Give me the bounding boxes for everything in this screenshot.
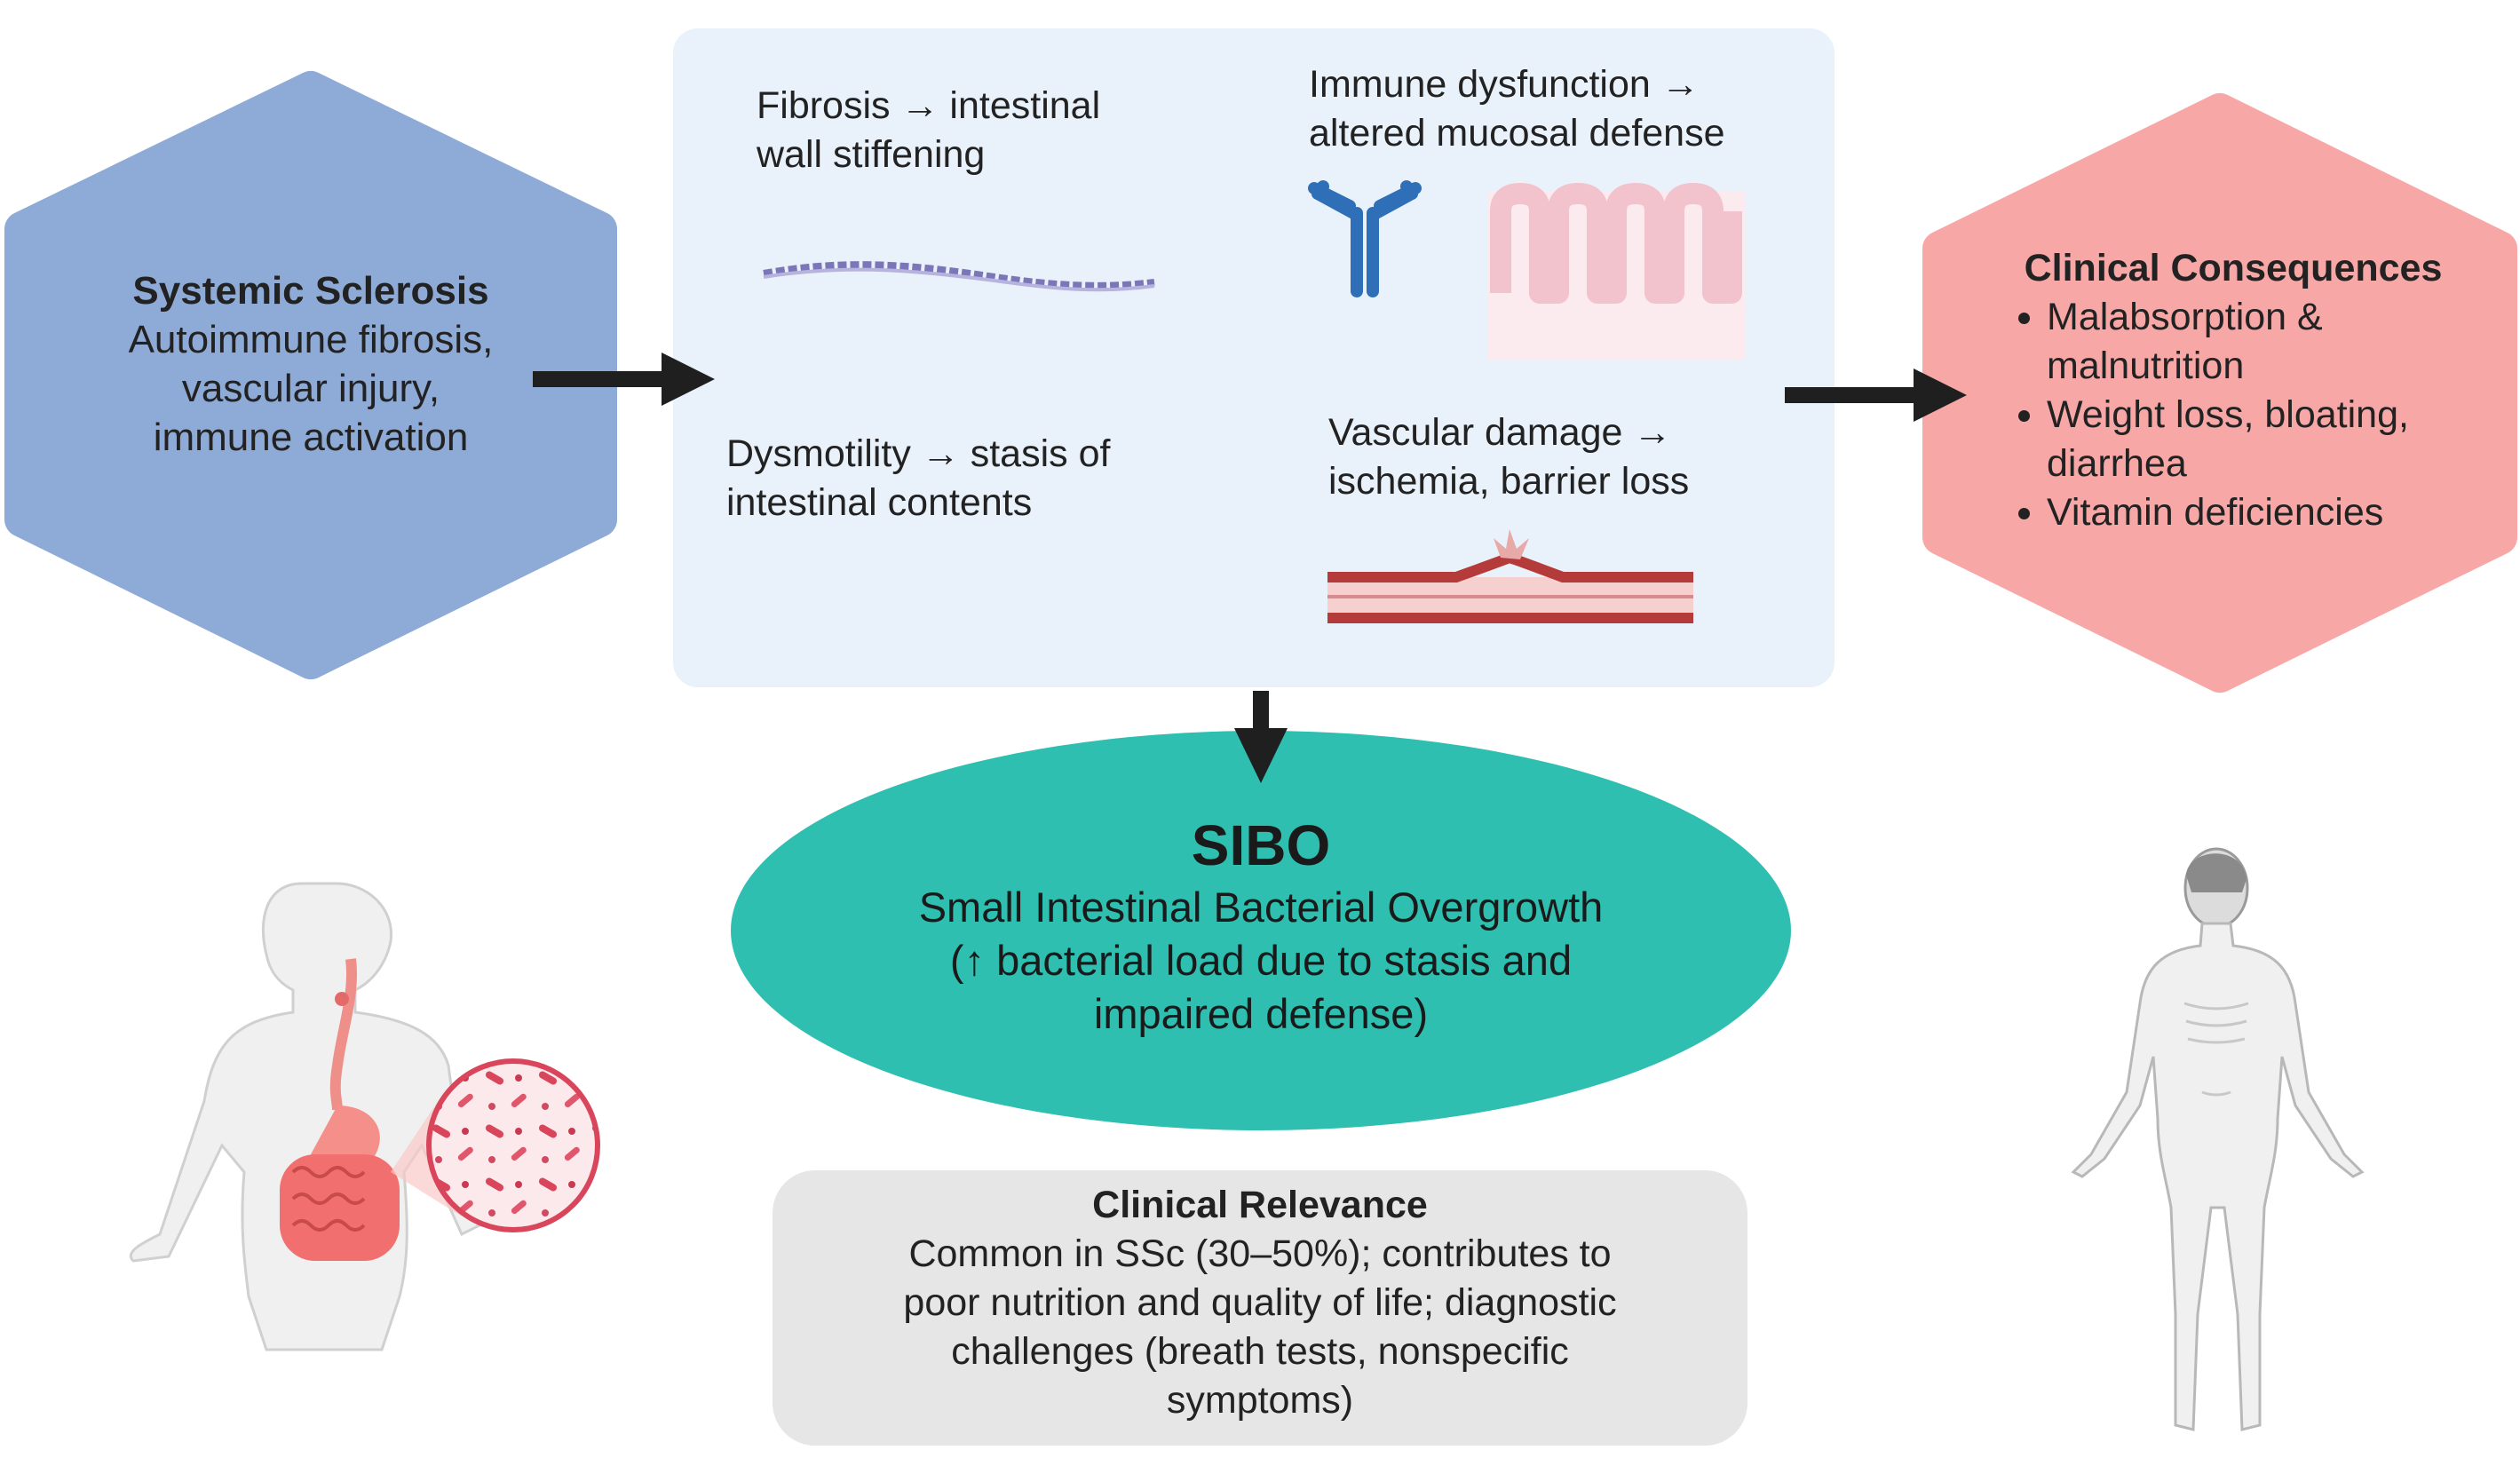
intestinal-villi-icon: [1488, 183, 1746, 360]
mechanism-immune-line: Immune dysfunction →: [1309, 63, 1700, 106]
sibo-line: impaired defense): [1093, 990, 1429, 1037]
clinical-relevance-title: Clinical Relevance: [1092, 1184, 1428, 1226]
clinical-relevance-line: poor nutrition and quality of life; diag…: [903, 1281, 1617, 1324]
clinical-consequences-title: Clinical Consequences: [2024, 247, 2443, 289]
sibo-title: SIBO: [1191, 813, 1331, 877]
consequence-item: Vitamin deficiencies: [2047, 488, 2473, 537]
mechanism-immune-line: altered mucosal defense: [1309, 112, 1725, 155]
mechanism-immune: Immune dysfunction → altered mucosal def…: [1309, 60, 1725, 158]
clinical-consequences-node: Clinical Consequences Malabsorption & ma…: [1993, 244, 2473, 537]
mechanism-vascular: Vascular damage → ischemia, barrier loss: [1328, 408, 1689, 506]
clinical-relevance-line: Common in SSc (30–50%); contributes to: [908, 1232, 1612, 1275]
clinical-consequences-hexagon: [1922, 93, 2517, 693]
mechanism-dysmotility-line: Dysmotility → stasis of: [726, 432, 1111, 475]
arrow-mechanisms-to-sibo: [1234, 691, 1288, 783]
systemic-sclerosis-title: Systemic Sclerosis: [132, 269, 489, 313]
mechanism-fibrosis: Fibrosis → intestinal wall stiffening: [757, 82, 1100, 179]
clinical-relevance-line: challenges (breath tests, nonspecific: [951, 1330, 1569, 1373]
mechanism-vascular-line: ischemia, barrier loss: [1328, 460, 1690, 503]
mechanism-vascular-line: Vascular damage →: [1328, 411, 1672, 454]
human-gi-tract-figure: [130, 882, 600, 1351]
clinical-consequences-list: Malabsorption & malnutrition Weight loss…: [1993, 293, 2473, 537]
sibo-ellipse: [731, 731, 1791, 1130]
fibrosis-fiber-icon: [763, 261, 1155, 292]
human-body-figure: [2071, 847, 2365, 1431]
systemic-sclerosis-line: Autoimmune fibrosis,: [128, 318, 494, 361]
clinical-relevance-node: Clinical Relevance Common in SSc (30–50%…: [781, 1181, 1739, 1425]
sibo-line: Small Intestinal Bacterial Overgrowth: [918, 884, 1604, 931]
consequence-item: Weight loss, bloating, diarrhea: [2047, 391, 2473, 488]
systemic-sclerosis-line: vascular injury,: [181, 367, 440, 410]
mechanism-fibrosis-line: wall stiffening: [757, 133, 986, 176]
sibo-node: SIBO Small Intestinal Bacterial Overgrow…: [799, 810, 1723, 1041]
arrow-mechanisms-to-consequences: [1785, 368, 1967, 422]
antibody-icon: [1308, 180, 1422, 297]
sibo-line: (↑ bacterial load due to stasis and: [949, 937, 1573, 984]
consequence-item: Malabsorption & malnutrition: [2047, 293, 2473, 391]
vascular-damage-icon: [1327, 529, 1693, 623]
arrow-sclerosis-to-mechanisms: [533, 353, 715, 406]
clinical-relevance-box: [773, 1170, 1747, 1446]
clinical-relevance-line: symptoms): [1166, 1379, 1354, 1422]
mechanism-dysmotility-line: intestinal contents: [726, 481, 1033, 524]
mechanism-fibrosis-line: Fibrosis → intestinal: [757, 84, 1101, 127]
mechanism-dysmotility: Dysmotility → stasis of intestinal conte…: [726, 430, 1110, 527]
systemic-sclerosis-node: Systemic Sclerosis Autoimmune fibrosis, …: [36, 266, 586, 462]
systemic-sclerosis-hexagon: [4, 71, 617, 679]
systemic-sclerosis-line: immune activation: [153, 416, 469, 459]
